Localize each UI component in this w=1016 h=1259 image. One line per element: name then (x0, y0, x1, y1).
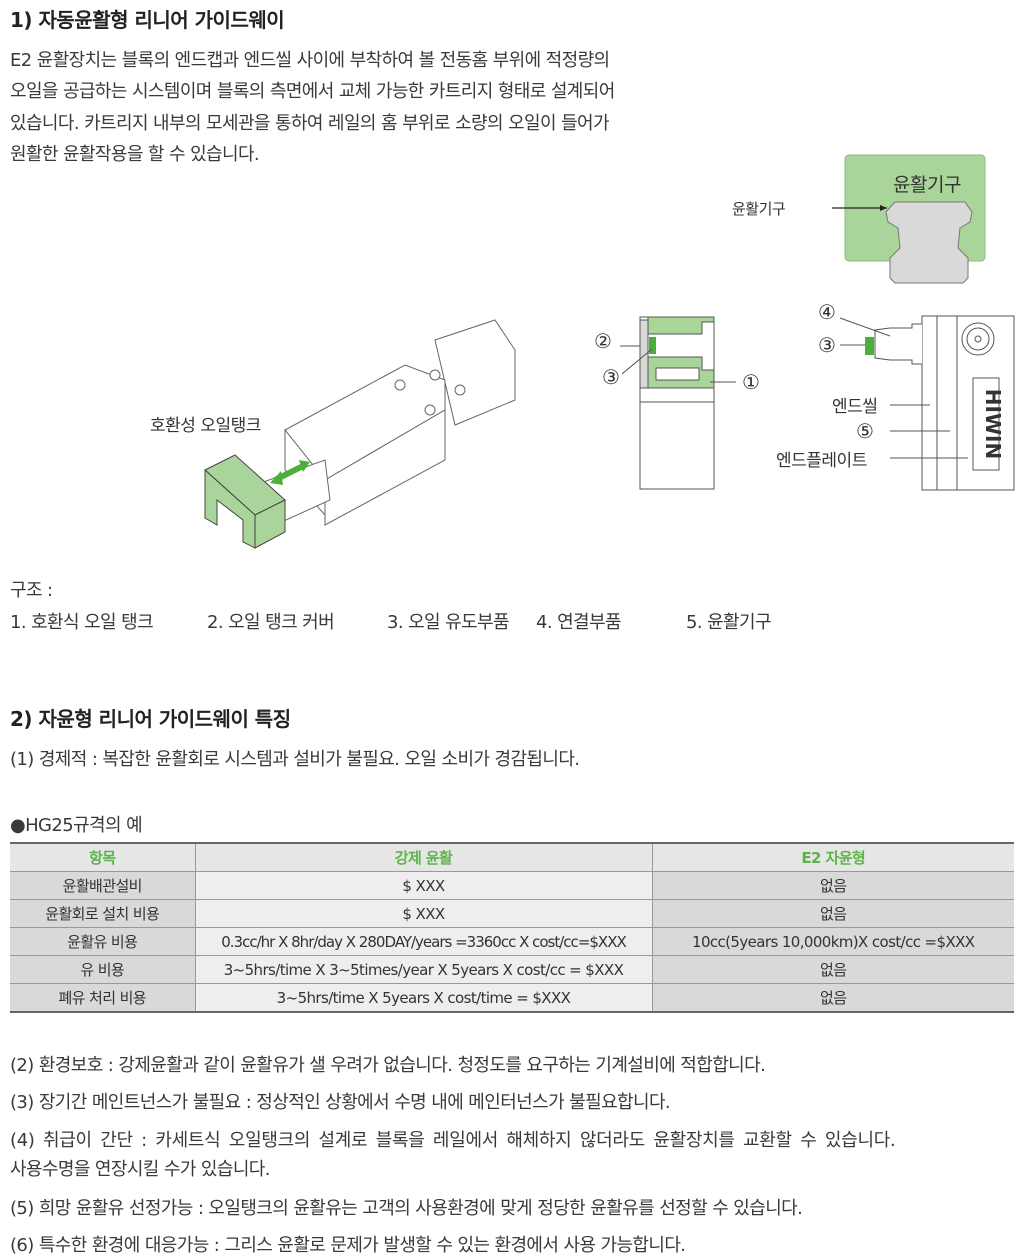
paragraph-line: 오일을 공급하는 시스템이며 블록의 측면에서 교체 가능한 카트리지 형태로 … (10, 81, 615, 102)
feature-4: (4) 취급이 간단 : 카세트식 오일탱크의 설계로 블록을 레일에서 해체하… (10, 1130, 896, 1151)
cell: 10cc(5years 10,000km)X cost/cc =$XXX (651, 927, 1014, 956)
marker-3b: ③ (818, 333, 836, 357)
end-plate-label: 엔드플레이트 (776, 451, 867, 471)
end-seal-label: 엔드씰 (832, 397, 878, 417)
header-e2: E2 자윤형 (651, 842, 1014, 872)
feature-6: (6) 특수한 환경에 대응가능 : 그리스 윤활로 문제가 발생할 수 있는 … (10, 1235, 686, 1256)
cell: 3~5hrs/time X 5years X cost/time = $XXX (194, 983, 653, 1013)
header-item: 항목 (10, 842, 196, 872)
cell: 윤활유 비용 (10, 927, 196, 956)
cell: 윤활배관설비 (10, 871, 196, 900)
feature-3: (3) 장기간 메인트넌스가 불필요 : 정상적인 상황에서 수명 내에 메인터… (10, 1092, 671, 1113)
lubricator-label: 윤활기구 (732, 200, 786, 218)
cell: 0.3cc/hr X 8hr/day X 280DAY/years =3360c… (194, 927, 653, 956)
marker-3: ③ (602, 365, 620, 389)
cell: 폐유 처리 비용 (10, 983, 196, 1013)
lubricator-inner-label: 윤활기구 (893, 174, 961, 196)
cell: 유 비용 (10, 955, 196, 984)
cell: 없음 (651, 899, 1014, 928)
cell: 윤활회로 설치 비용 (10, 899, 196, 928)
paragraph-line: E2 윤활장치는 블록의 엔드캡과 엔드씰 사이에 부착하여 볼 전동홈 부위에… (10, 50, 610, 71)
feature-1: (1) 경제적 : 복잡한 윤활회로 시스템과 설비가 불필요. 오일 소비가 … (10, 749, 580, 770)
oil-tank-section-figure (620, 316, 736, 490)
table-header-row: 항목 강제 윤활 E2 자윤형 (10, 842, 1014, 872)
marker-1: ① (742, 370, 760, 394)
section1-title: 1) 자동윤활형 리니어 가이드웨이 (10, 8, 285, 32)
marker-2: ② (594, 329, 612, 353)
cell: 없음 (651, 955, 1014, 984)
marker-5: ⑤ (856, 419, 874, 443)
cell: 없음 (651, 871, 1014, 900)
section2-title: 2) 자윤형 리니어 가이드웨이 특징 (10, 707, 291, 731)
cell: $ XXX (194, 899, 653, 928)
paragraph-line: 있습니다. 카트리지 내부의 모세관을 통하여 레일의 홈 부위로 소량의 오일… (10, 113, 610, 134)
brand-logo: HIWIN (981, 389, 1005, 459)
marker-4: ④ (818, 300, 836, 324)
structure-label: 구조 : (10, 580, 53, 601)
structure-item: 4. 연결부품 (536, 612, 622, 633)
guideway-block-illustration (204, 319, 516, 549)
cell: 없음 (651, 983, 1014, 1013)
cell: 3~5hrs/time X 3~5times/year X 5years X c… (194, 955, 653, 984)
paragraph-line: 원활한 윤활작용을 할 수 있습니다. (10, 144, 260, 165)
feature-5: (5) 희망 윤활유 선정가능 : 오일탱크의 윤활유는 고객의 사용환경에 맞… (10, 1198, 803, 1219)
lubricator-cross-section-figure (832, 154, 986, 284)
structure-item: 2. 오일 탱크 커버 (207, 612, 335, 633)
structure-item: 5. 윤활기구 (686, 612, 772, 633)
header-forced: 강제 윤활 (194, 842, 653, 872)
structure-item: 1. 호환식 오일 탱크 (10, 612, 154, 633)
feature-2: (2) 환경보호 : 강제윤활과 같이 윤활유가 샐 우려가 없습니다. 청정도… (10, 1055, 766, 1076)
example-label: ●HG25규격의 예 (10, 815, 143, 836)
oil-tank-label: 호환성 오일탱크 (150, 416, 261, 436)
end-plate-figure: HIWIN (839, 315, 1015, 491)
feature-4-cont: 사용수명을 연장시킬 수가 있습니다. (10, 1159, 270, 1180)
cell: $ XXX (194, 871, 653, 900)
structure-item: 3. 오일 유도부품 (387, 612, 510, 633)
